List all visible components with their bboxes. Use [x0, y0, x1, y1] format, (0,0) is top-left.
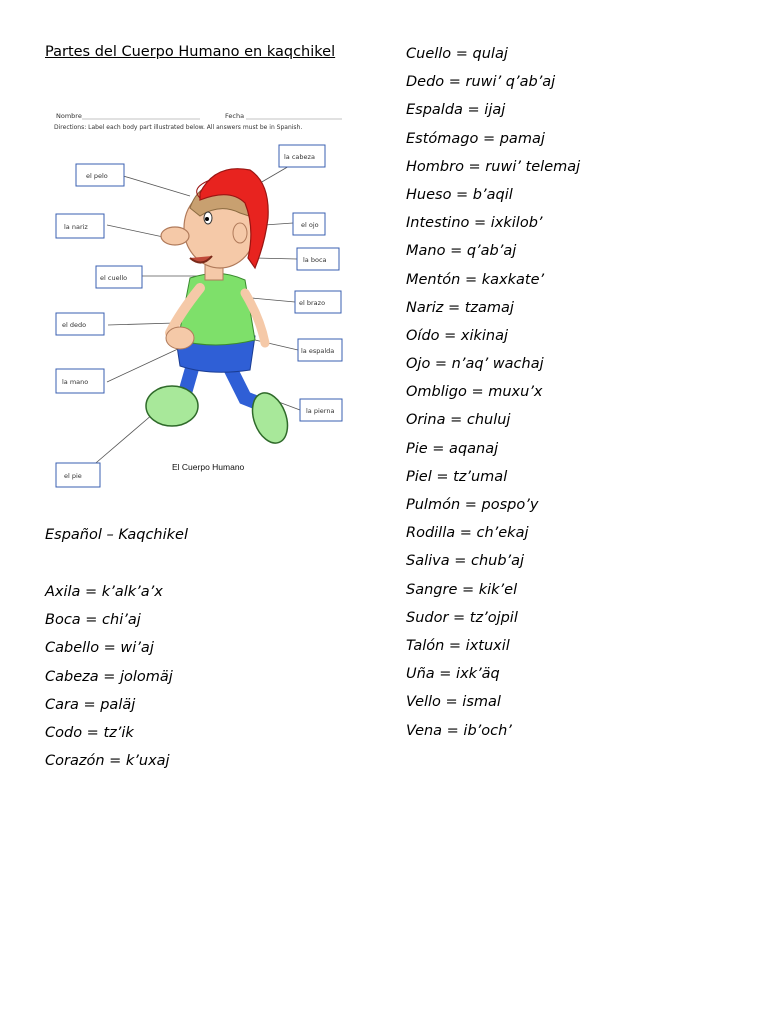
label-la-cabeza: la cabeza [284, 153, 315, 161]
vocab-list-left: Axila = k’alk’a’x Boca = chi’aj Cabello … [45, 583, 173, 780]
vocab-item: Espalda = ijaj [406, 102, 506, 119]
label-el-ojo: el ojo [301, 221, 319, 229]
vocab-item: Oído = xikinaj [406, 327, 509, 344]
directions-text: Directions: Label each body part illustr… [54, 124, 302, 131]
label-la-pierna: la pierna [306, 407, 334, 415]
vocab-item: Rodilla = ch’ekaj [406, 525, 529, 542]
label-el-pelo: el pelo [86, 172, 108, 180]
vocab-item: Sudor = tz’ojpil [406, 609, 518, 626]
vocab-item: Cuello = qulaj [406, 46, 508, 62]
name-label: Nombre [56, 112, 82, 120]
vocab-item: Hombro = ruwi’ telemaj [406, 158, 581, 175]
vocab-item: Cara = paläj [45, 696, 136, 713]
vocab-item: Intestino = ixkilob’ [406, 215, 543, 232]
section-subtitle: Español – Kaqchikel [45, 527, 188, 543]
vocab-item: Orina = chuluj [406, 412, 511, 429]
vocab-item: Piel = tz’umal [406, 468, 508, 485]
vocab-item: Dedo = ruwi’ q’ab’aj [406, 74, 556, 91]
vocab-item: Ojo = n’aq’ wachaj [406, 356, 544, 373]
page-title: Partes del Cuerpo Humano en kaqchikel [45, 44, 336, 60]
label-el-brazo: el brazo [299, 299, 325, 307]
label-la-boca: la boca [303, 256, 327, 264]
vocab-item: Pulmón = pospo’y [406, 497, 539, 513]
worksheet-svg: Nombre Fecha Directions: Label each body… [54, 112, 343, 488]
vocab-item: Talón = ixtuxil [406, 637, 510, 654]
vocab-item: Uña = ixk’äq [406, 666, 500, 683]
vocab-item: Hueso = b’aqil [406, 186, 513, 203]
label-la-mano: la mano [62, 378, 88, 386]
vocab-item: Vena = ib’och’ [406, 722, 512, 739]
vocab-item: Codo = tz’ik [45, 724, 134, 741]
vocab-item: Estómago = pamaj [406, 130, 545, 147]
vocab-item: Sangre = kik’el [406, 581, 518, 598]
illustration-caption: El Cuerpo Humano [172, 462, 245, 472]
vocab-item: Cabeza = jolomäj [45, 668, 173, 685]
vocab-item: Mano = q’ab’aj [406, 243, 517, 260]
vocab-item: Cabello = wi’aj [45, 640, 154, 657]
label-la-nariz: la nariz [64, 223, 88, 231]
body-parts-illustration: Nombre Fecha Directions: Label each body… [50, 108, 350, 498]
label-el-pie: el pie [64, 472, 82, 480]
vocab-item: Nariz = tzamaj [406, 299, 514, 316]
label-el-dedo: el dedo [62, 321, 86, 329]
vocab-item: Saliva = chub’aj [406, 553, 525, 570]
vocab-item: Corazón = k’uxaj [45, 753, 170, 770]
vocab-item: Boca = chi’aj [45, 612, 141, 629]
vocab-item: Ombligo = muxu’x [406, 384, 543, 401]
vocab-item: Vello = ismal [406, 694, 501, 711]
vocab-list-right: Cuello = qulaj Dedo = ruwi’ q’ab’aj Espa… [406, 45, 580, 750]
vocab-item: Pie = aqanaj [406, 440, 499, 457]
label-el-cuello: el cuello [100, 274, 127, 282]
date-label: Fecha [225, 112, 244, 120]
vocab-item: Axila = k’alk’a’x [45, 584, 163, 600]
label-la-espalda: la espalda [301, 347, 334, 355]
vocab-item: Mentón = kaxkate’ [406, 271, 545, 288]
cartoon-boy [145, 168, 289, 444]
